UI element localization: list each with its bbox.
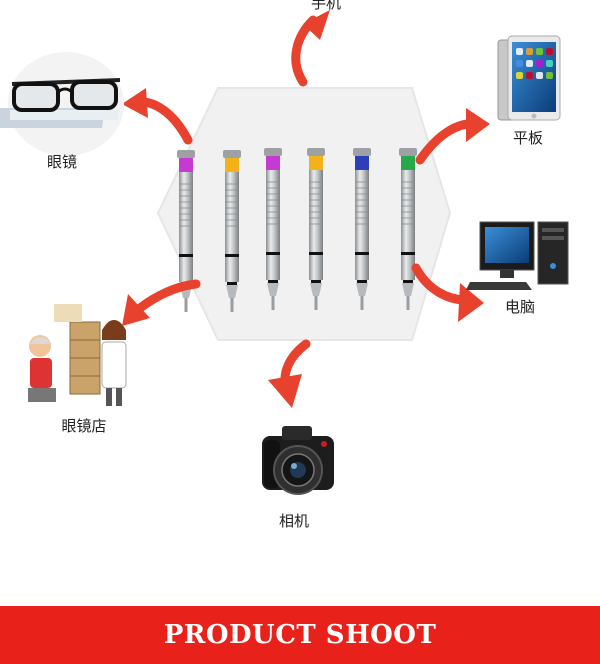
tablet-image	[497, 35, 561, 121]
computer-image	[466, 221, 569, 290]
arrow-to-camera	[268, 339, 311, 408]
optical-shop-label: 眼镜店	[61, 417, 106, 435]
arrow-to-computer	[411, 263, 484, 322]
camera-image	[262, 426, 334, 495]
banner-title: PRODUCT SHOOT	[163, 620, 437, 650]
glasses-label: 眼镜	[47, 153, 77, 171]
glasses-image	[0, 52, 124, 156]
arrow-to-glasses	[122, 88, 193, 145]
computer-label: 电脑	[505, 298, 535, 316]
camera-label: 相机	[279, 512, 309, 530]
arrow-to-phone	[291, 10, 330, 87]
screwdriver	[177, 150, 195, 312]
phone-label: 手机	[311, 0, 341, 12]
tablet-label: 平板	[513, 129, 543, 147]
screwdriver	[399, 148, 417, 310]
optical-shop-image	[28, 304, 127, 406]
arrow-to-tablet	[415, 108, 490, 165]
screwdriver	[307, 148, 325, 310]
screwdriver-set	[177, 148, 417, 312]
product-shoot-banner: PRODUCT SHOOT	[0, 606, 600, 664]
screwdriver	[353, 148, 371, 310]
product-hexagon	[156, 87, 452, 341]
screwdriver	[223, 150, 241, 312]
screwdriver	[264, 148, 282, 310]
arrow-to-optical-shop	[122, 279, 201, 326]
